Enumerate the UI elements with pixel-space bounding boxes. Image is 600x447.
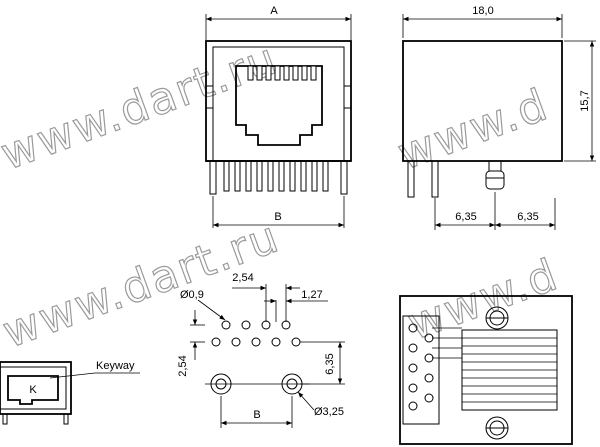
side-height-label: 15,7 [579, 90, 591, 111]
contact-fingers [247, 65, 317, 81]
key-letter: K [29, 384, 37, 396]
dimension-a-label: A [270, 5, 278, 17]
keyway-view: K Keyway [0, 360, 140, 425]
front-view: A [205, 5, 352, 228]
keyway-label: Keyway [96, 360, 135, 372]
front-pins [209, 160, 348, 195]
watermark: www.dart.ru www.d www.dart.ru www.d [0, 33, 566, 359]
pcb-footprint: 2,54 1,27 Ø0,9 2,54 6,35 [177, 272, 345, 428]
dimension-b-label: B [274, 211, 281, 223]
pitch-right-label: 6,35 [517, 211, 538, 223]
pitch-y-label: 2,54 [177, 355, 189, 376]
rear-contacts [432, 327, 462, 359]
side-view: 18,0 15,7 6,35 6,35 [402, 5, 596, 230]
rear-grille [462, 337, 557, 403]
rear-view [399, 295, 573, 445]
hole-small-label: Ø0,9 [180, 289, 204, 301]
small-holes [211, 320, 301, 347]
row-spacing-label: 6,35 [324, 353, 336, 374]
watermark-text-1: www.dart.ru [0, 33, 284, 180]
watermark-text-3: www.dart.ru [0, 211, 286, 358]
footprint-b-label: B [253, 409, 260, 421]
offset-label: 1,27 [301, 289, 322, 301]
hole-large-label: Ø3,25 [314, 406, 344, 418]
pitch-x-label: 2,54 [232, 272, 253, 284]
rear-pins [408, 323, 434, 411]
side-width-label: 18,0 [472, 5, 493, 17]
pitch-left-label: 6,35 [455, 211, 476, 223]
watermark-text-2: www.d [391, 79, 555, 180]
